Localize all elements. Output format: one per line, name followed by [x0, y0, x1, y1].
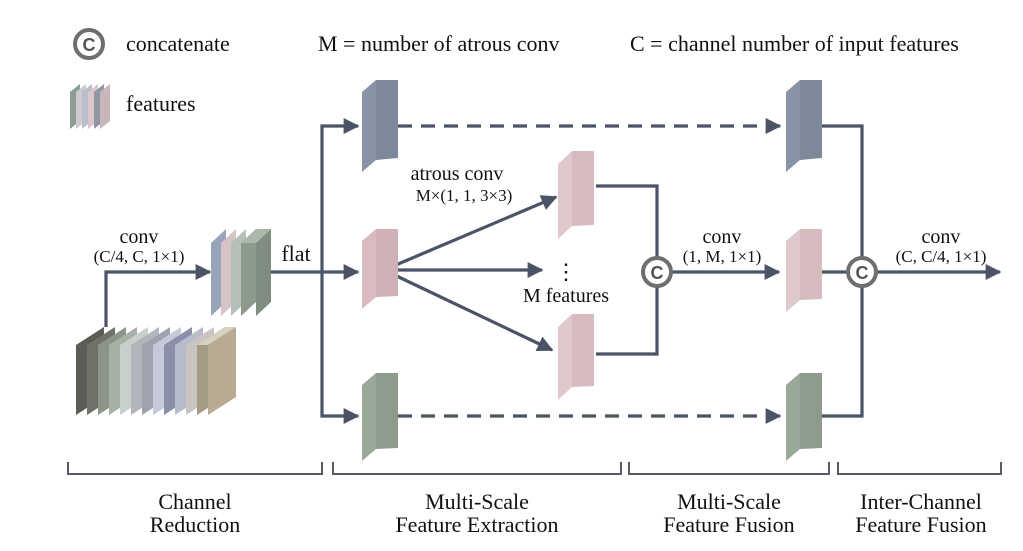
feature-map-fused [786, 229, 822, 312]
c-definition: C = channel number of input features [630, 31, 959, 56]
feature-maps [362, 80, 822, 461]
svg-text:C: C [83, 35, 96, 55]
flat-label: flat [281, 241, 310, 266]
atrous-conv-title: atrous conv [411, 163, 504, 185]
conv1-title: conv [120, 226, 159, 248]
feature-map-top-output [786, 80, 822, 172]
ellipsis: ⋮ [555, 259, 577, 284]
m-features-label: M features [523, 285, 609, 307]
concat-node-interchannel: C [846, 256, 878, 288]
stage-2-line1: Multi-Scale [425, 489, 529, 514]
input-feature-stack [76, 327, 236, 415]
conv2-params: (1, M, 1×1) [683, 247, 762, 266]
atrous-output-1 [558, 151, 594, 239]
svg-text:C: C [856, 263, 869, 283]
atrous-conv-params: M×(1, 1, 3×3) [416, 186, 513, 205]
stage-3-line1: Multi-Scale [677, 489, 781, 514]
stage-labels: Channel Reduction Multi-Scale Feature Ex… [150, 489, 987, 537]
concatenate-legend-label: concatenate [126, 31, 230, 56]
svg-text:C: C [651, 263, 664, 283]
feature-map-bottom-input [362, 373, 398, 461]
feature-map-bottom-output [786, 373, 822, 461]
feature-map-middle-input [362, 229, 398, 309]
concat-node-fusion: C [641, 256, 673, 288]
m-definition: M = number of atrous conv [318, 31, 560, 56]
stage-1-line2: Reduction [150, 512, 240, 537]
stage-brackets [67, 462, 1002, 475]
connections [104, 118, 1002, 424]
conv2-title: conv [703, 226, 742, 248]
conv3-params: (C, C/4, 1×1) [896, 247, 987, 266]
stage-3-line2: Feature Fusion [663, 512, 794, 537]
reduced-feature-stack [211, 229, 271, 316]
atrous-output-m [558, 314, 594, 400]
stage-2-line2: Feature Extraction [395, 512, 558, 537]
conv1-params: (C/4, C, 1×1) [94, 247, 185, 266]
feature-map-top-input [362, 80, 398, 172]
stage-1-line1: Channel [158, 489, 231, 514]
legend: C concatenate features M = number of atr… [70, 28, 959, 129]
stage-4-line1: Inter-Channel [860, 489, 982, 514]
conv3-title: conv [922, 226, 961, 248]
concatenate-icon: C [73, 28, 105, 60]
stage-4-line2: Feature Fusion [855, 512, 986, 537]
features-icon [70, 84, 110, 129]
features-legend-label: features [126, 91, 196, 116]
